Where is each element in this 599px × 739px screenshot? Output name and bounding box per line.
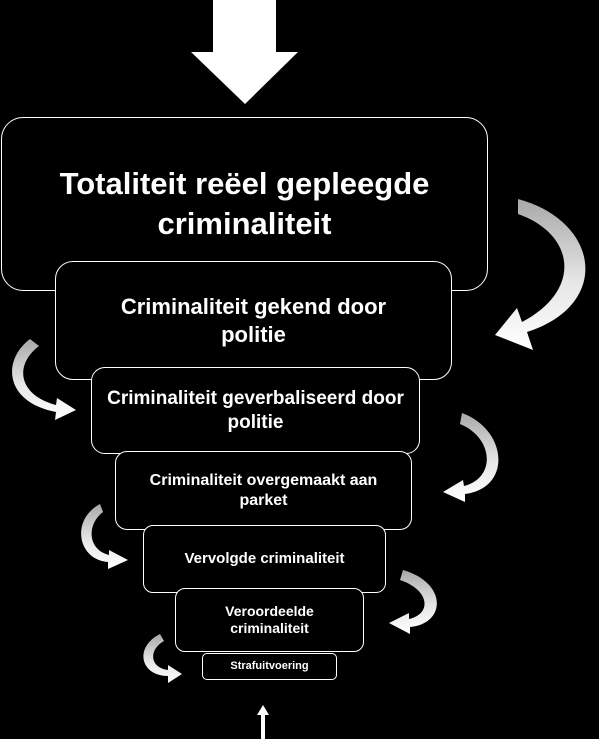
- curved-arrow-icon: [81, 504, 128, 569]
- curved-arrow-icon: [143, 634, 182, 683]
- level-strafuitvoering-box: Strafuitvoering: [202, 653, 337, 680]
- level-veroordeeld-label: Veroordeelde criminaliteit: [225, 602, 314, 637]
- arrow-up-icon: [257, 705, 269, 739]
- level-gekend-box: Criminaliteit gekend door politie: [55, 261, 452, 380]
- level-parket-box: Criminaliteit overgemaakt aan parket: [115, 451, 412, 530]
- curved-arrow-icon: [389, 570, 437, 634]
- level-parket-label: Criminaliteit overgemaakt aan parket: [149, 471, 378, 509]
- curved-arrow-icon: [12, 339, 77, 420]
- level-veroordeeld-box: Veroordeelde criminaliteit: [175, 588, 364, 652]
- curved-arrow-icon: [443, 413, 499, 502]
- level-gekend-label: Criminaliteit gekend door politie: [120, 294, 387, 347]
- level-strafuitvoering-label: Strafuitvoering: [230, 659, 309, 672]
- level-geverbaliseerd-label: Criminaliteit geverbaliseerd door politi…: [107, 387, 404, 433]
- level-vervolgd-label: Vervolgde criminaliteit: [184, 549, 345, 567]
- level-vervolgd-box: Vervolgde criminaliteit: [143, 525, 386, 593]
- arrow-down-icon: [191, 0, 298, 104]
- curved-arrow-icon: [495, 199, 586, 350]
- level-totaliteit-label: Totaliteit reëel gepleegde criminaliteit: [59, 165, 430, 241]
- level-geverbaliseerd-box: Criminaliteit geverbaliseerd door politi…: [91, 367, 420, 454]
